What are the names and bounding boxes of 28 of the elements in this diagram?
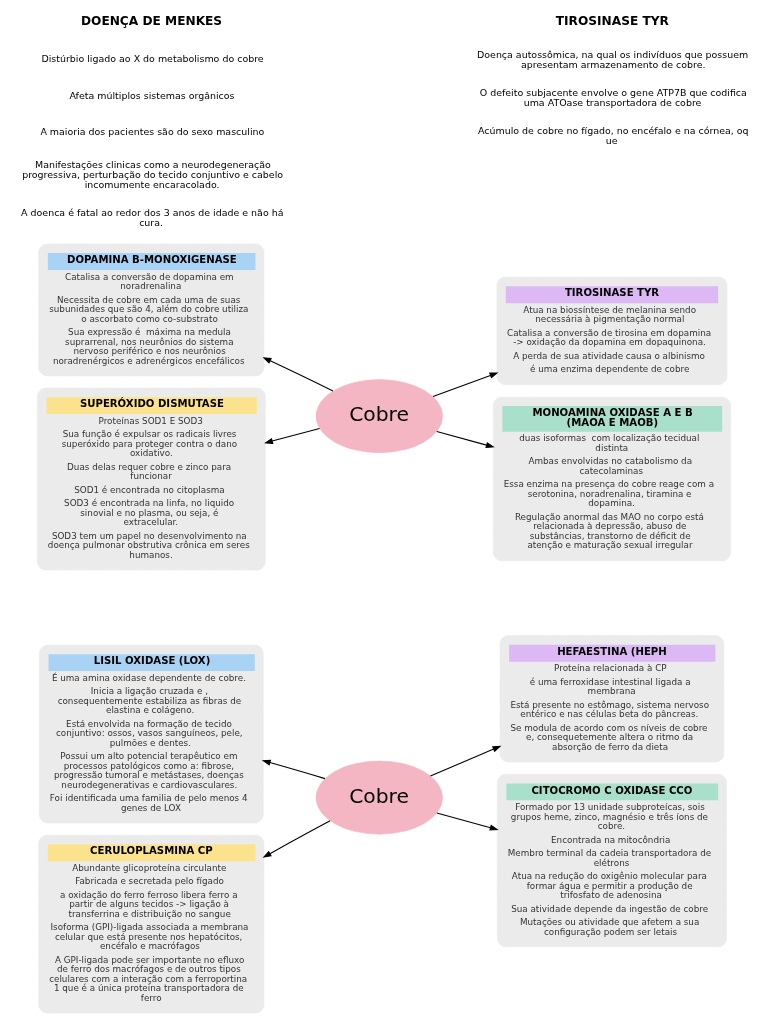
label: Acúmulo de cobre no fígado, no encéfalo e na córnea, oq ue [478,124,749,146]
label: Afeta múltiplos sistemas orgânicos [69,89,235,101]
node-box: HEFAESTINA (HEPH Proteína relacionada à CP é uma ferroxidase intestinal ligada a membrana Está presente no estômago, sistema nervoso entérico e nas células beta do pâncreas. Se modula de acordo com os níveis de cobre e, consequetemente altera o ritmo da absorção de ferro da dieta [499,635,725,763]
node-ellipse: Cobre [315,760,443,835]
label: A maioria dos pacientes são do sexo masculino [40,126,265,138]
node-box: LISIL OXIDASE (LOX) É uma amina oxidase dependente de cobre. Inicia a ligação cruzada e , consequentemente estabiliza as fibras de elastina e colágeno. Está envolvida na formação de tecido conjuntivo: ossos, vasos sanguíneos, pele, pulmões e dentes. Possui um alto potencial terapêutico em processos patológicos como a: fibrose, progressão tumoral e metástases, doenças neurodegenerativas e cardiovasculares. Foi identificada uma familia de pelo menos 4 genes de LOX [39,644,264,824]
node-box: SUPERÓXIDO DISMUTASE Proteínas SOD1 E SOD3 Sua função é expulsar os radicais livres superóxido para proteger contra o dano oxidativo. Duas delas requer cobre e zinco para funcionar SOD1 é encontrada no citoplasma SOD3 é encontrada na linfa, no liquido sinovial e no plasma, ou seja, é extracelular. SOD3 tem um papel no desenvolvimento na doença pulmonar obstrutiva crônica em seres humanos. [37,387,266,571]
node-box: MONOAMINA OXIDASE A E B (MAOA E MAOB) duas isoformas com localização tecidual distinta Ambas envolvidas no catabolismo da catecolaminas Essa enzima na presença do cobre reage com a serotonina, noradrenalina, tiramina e dopamina. Regulação anormal das MAO no corpo está relacionada à depressão, abuso de substâncias, transtorno de déficit de atenção e maturação sexual irregular [492,396,731,562]
label: Distúrbio ligado ao X do metabolismo do cobre [41,53,264,65]
arrow [262,357,334,392]
arrow [262,820,331,858]
node-box: DOPAMINA B-MONOXIGENASE Catalisa a conversão de dopamina em noradrenalina Necessita de cobre em cada uma de suas subunidades que são 4, além do cobre utiliza o ascorbato como co-substrato Sua expressão é máxima na medula suprarrenal, nos neurônios do sistema nervoso periférico e nos neurônios noradrenérgicos e adrenérgicos encefálicos [38,243,265,377]
label: O defeito subjacente envolve o gene ATP7B que codifica uma ATOase transportadora de cobre [479,86,747,108]
arrow [264,427,321,444]
label: DOENÇA DE MENKES [80,14,223,29]
arrow [429,745,502,777]
node-box: CITOCROMO C OXIDASE CCO Formado por 13 unidade subproteícas, sois grupos heme, zinco, magnésio e três íons de cobre. Encontrada na mitocôndria Membro terminal da cadeia transportadora de elétrons Atua na redução do oxigênio molecular para formar água e permitir a produção de trifosfato de adenosina Sua atividade depende da ingestão de cobre Mutações ou atividade que afetem a sua configuração podem ser letais [496,773,727,948]
arrow [436,812,499,831]
label: Doença autossômica, na qual os indivíduos que possuem apresentam armazenamento de cobre. [477,48,749,70]
node-box: TIROSINASE TYR Atua na biossíntese de melanina sendo necessária à pigmentação normal Catalisa a conversão de tirosina em dopamina -> oxidação da dopamina em dopaquinona. A perda de sua atividade causa o albinismo é uma enzima dependente de cobre [496,276,728,385]
label: A doenca é fatal ao redor dos 3 anos de idade e não há cura. [21,207,284,229]
label: Manifestações clinicas como a neurodegeneração progressiva, perturbação do tecido conjuntivo e cabelo incomumente encaracolado. [22,158,284,190]
arrow [432,372,499,398]
arrow [261,759,326,780]
label: TIROSINASE TYR [555,14,669,29]
node-ellipse: Cobre [315,379,443,453]
node-box: CERULOPLASMINA CP Abundante glicoproteína circulante Fabricada e secretada pelo fígado a oxidação do ferro ferroso libera ferro a partir de alguns tecidos -> ligação à transferrina e distribuição no sangue Isoforma (GPI)-ligada associada a membrana celular que está presente nos hepatócitos, encéfalo e macrófagos A GPI-ligada pode ser importante no efluxo de ferro dos macrófagos e de outros tipos celulares com a interação com a ferroportina 1 que é a única proteina transportadora de ferro [38,834,265,1014]
arrow [436,431,495,449]
